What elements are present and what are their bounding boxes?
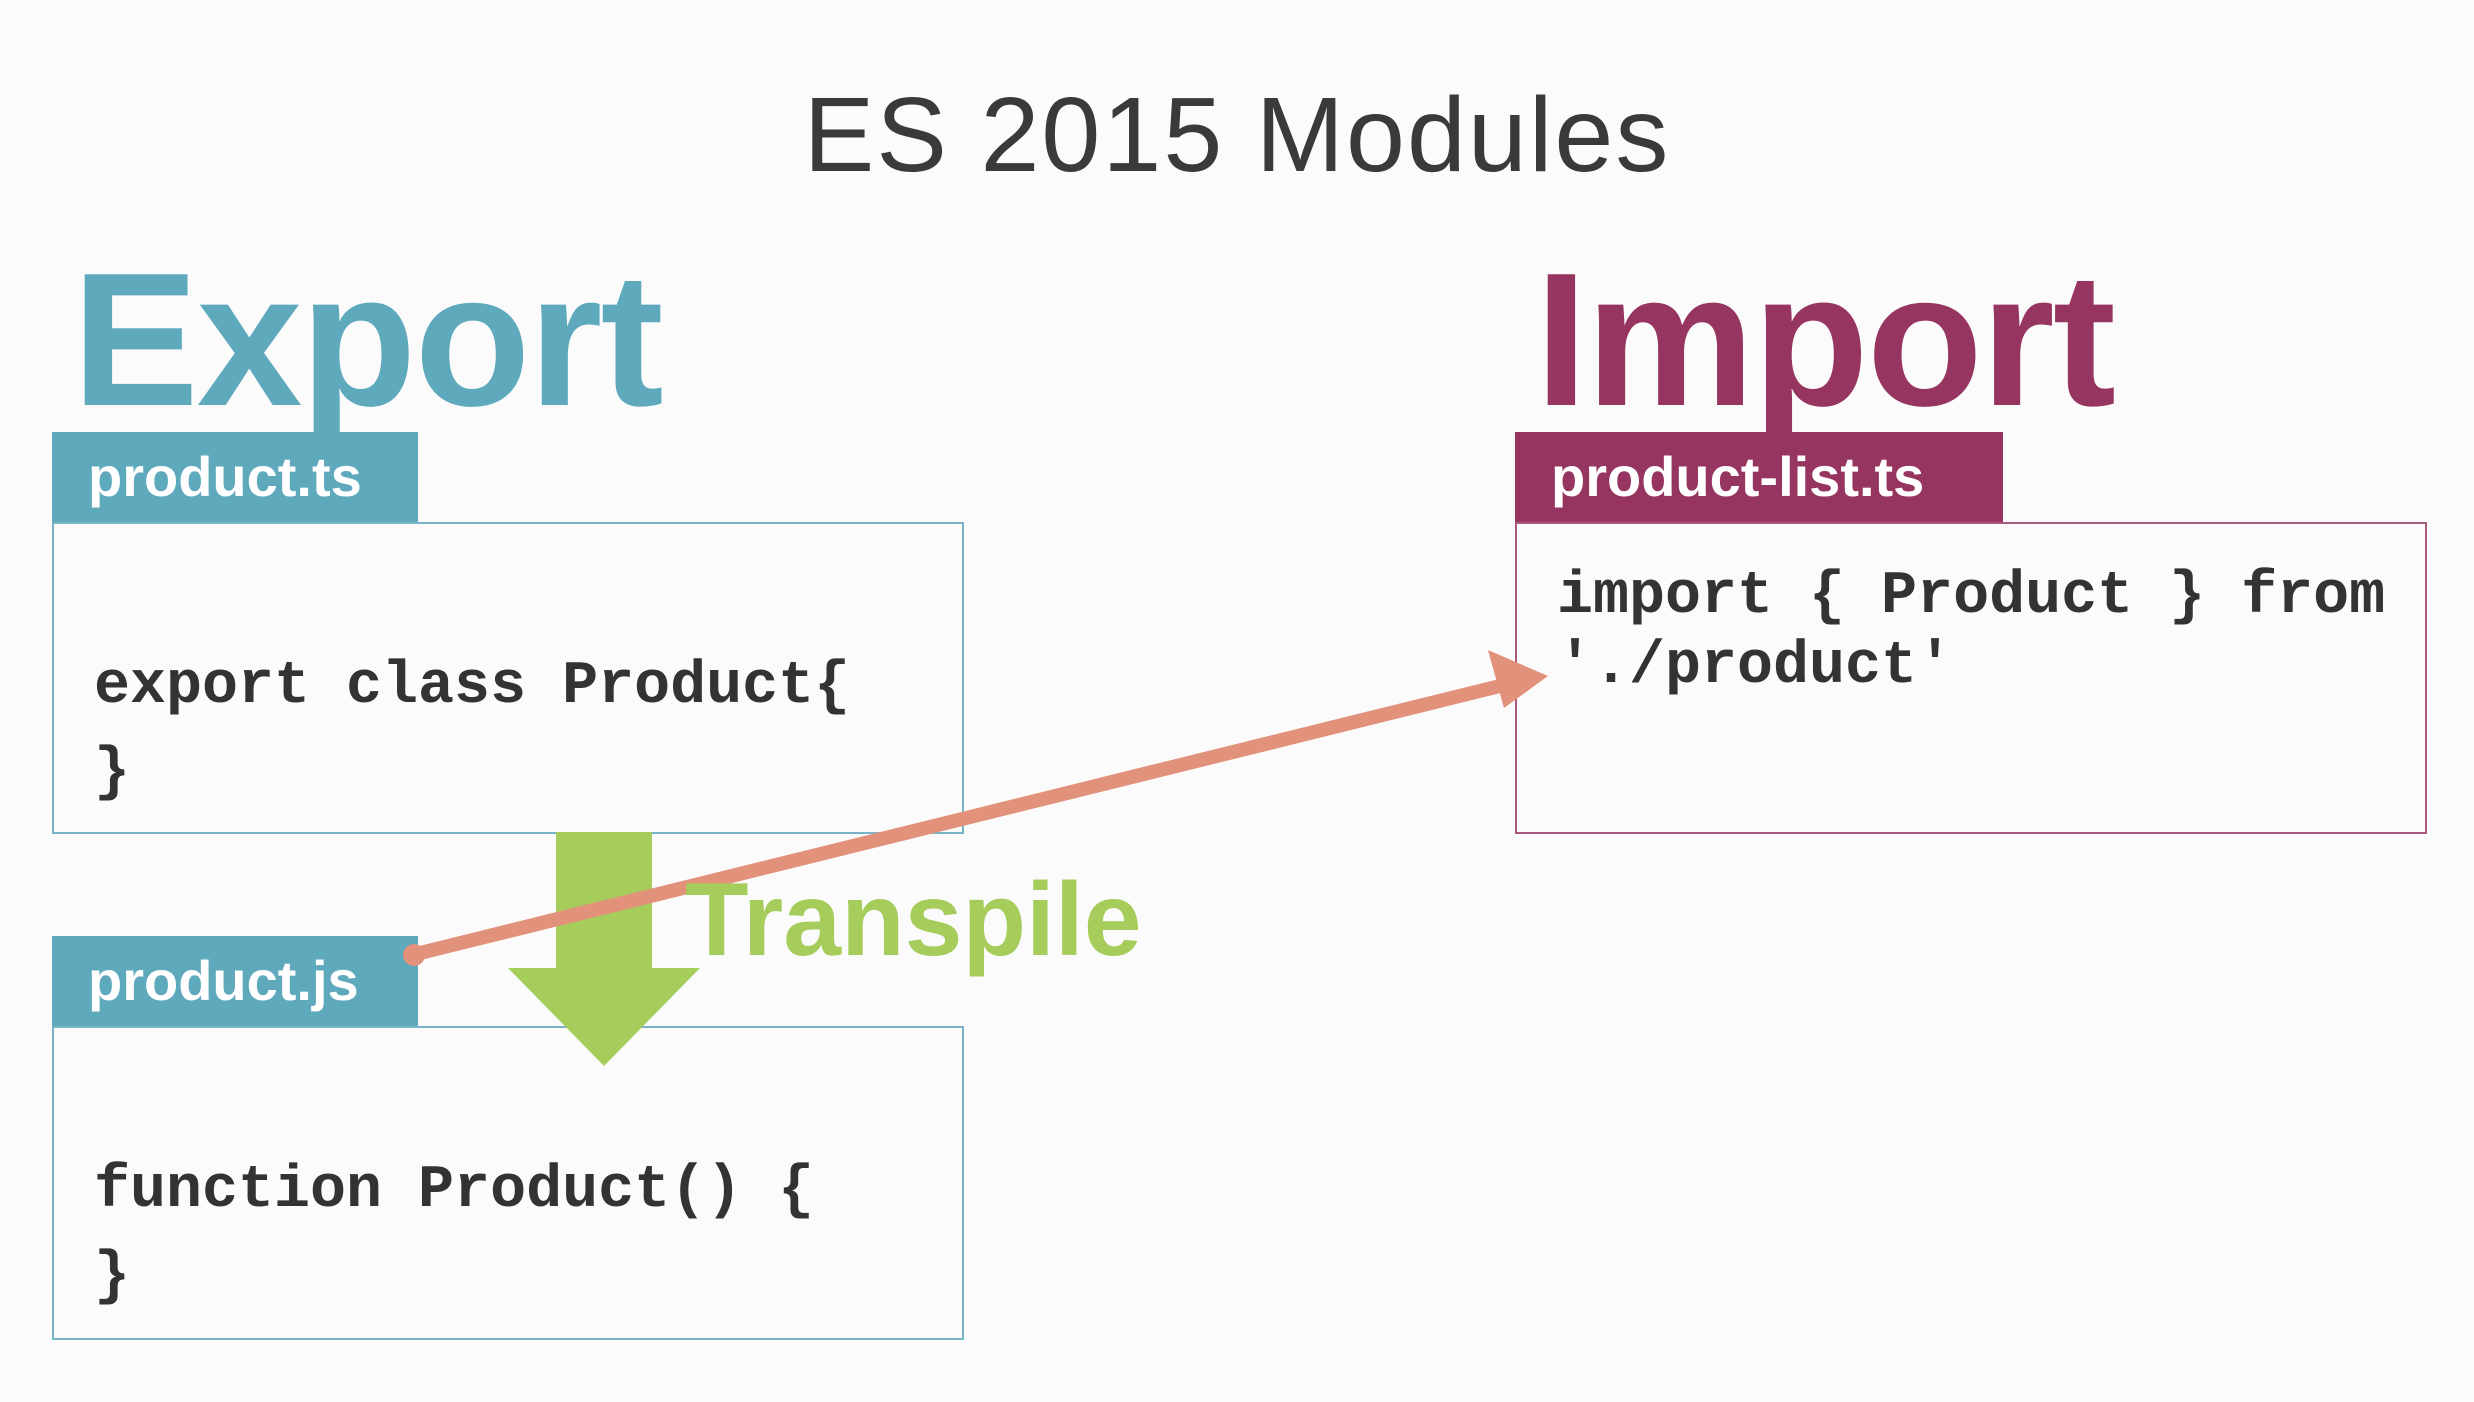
import-heading: Import — [1535, 234, 2116, 446]
product-list-ts-code-line-1: import { Product } from — [1557, 563, 2386, 631]
transpile-label: Transpile — [685, 862, 1142, 978]
product-js-box: function Product() { } — [52, 1026, 964, 1340]
product-js-filename: product.js — [88, 949, 359, 1012]
product-js-tab: product.js — [52, 936, 418, 1026]
product-js-code-line-1: function Product() { — [94, 1157, 815, 1225]
product-list-ts-filename: product-list.ts — [1551, 445, 1925, 508]
product-ts-code-line-1: export class Product{ — [94, 653, 851, 721]
product-ts-box: export class Product{ } — [52, 522, 964, 834]
link-arrow-icon — [403, 650, 1548, 966]
product-js-code-line-2: } — [94, 1243, 131, 1311]
export-heading: Export — [72, 234, 664, 446]
slide-title: ES 2015 Modules — [803, 76, 1671, 194]
product-list-ts-box: import { Product } from './product' — [1515, 522, 2427, 834]
product-list-ts-tab: product-list.ts — [1515, 432, 2003, 522]
product-ts-code-line-2: } — [94, 739, 131, 807]
down-arrow-icon — [508, 832, 700, 1066]
product-list-ts-code-line-2: './product' — [1557, 633, 1954, 701]
product-ts-tab: product.ts — [52, 432, 418, 522]
product-ts-filename: product.ts — [88, 445, 362, 508]
